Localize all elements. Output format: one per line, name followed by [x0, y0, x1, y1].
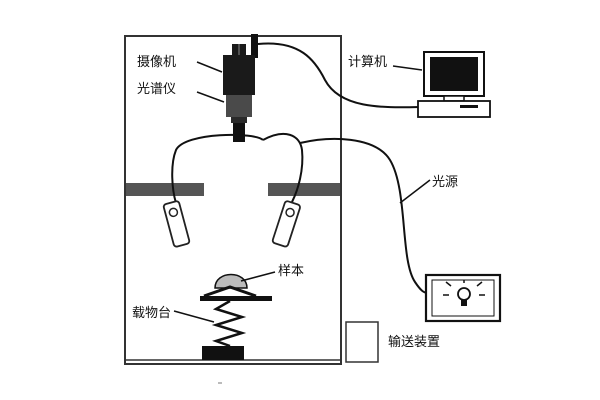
stage-cradle — [203, 285, 257, 298]
spectrometer-collar — [231, 117, 247, 123]
computer — [417, 51, 491, 118]
stage-base — [202, 346, 244, 360]
light-source — [424, 273, 502, 323]
spectrometer-label: 光谱仪 — [137, 82, 176, 97]
computer-cable — [257, 42, 421, 109]
lens — [233, 123, 245, 142]
right-lamp — [271, 200, 301, 248]
bulb-icon — [457, 287, 471, 301]
sample-leader — [240, 271, 276, 282]
stage-spring — [211, 299, 247, 348]
right-light-cable — [262, 132, 304, 203]
left-lamp — [162, 200, 191, 248]
camera-label: 摄像机 — [137, 55, 176, 70]
bottom-dot — [218, 382, 222, 384]
camera — [223, 55, 255, 95]
spectrometer-leader — [196, 91, 225, 103]
light-source-cable — [299, 137, 429, 294]
light-source-label: 光源 — [432, 175, 458, 190]
stage-label: 载物台 — [132, 306, 171, 321]
stage-leader — [173, 310, 215, 323]
stage-plate — [200, 296, 272, 301]
conveyor-device — [345, 321, 379, 363]
camera-leader — [196, 61, 223, 73]
spectrometer — [226, 95, 252, 117]
sample-label: 样本 — [278, 264, 304, 279]
light-source-leader — [399, 179, 431, 204]
left-light-cable — [171, 133, 264, 204]
imaging-chamber — [124, 35, 342, 365]
right-shelf — [268, 183, 340, 196]
conveyor-label: 输送装置 — [388, 334, 440, 350]
mount-rod — [251, 34, 258, 58]
left-shelf — [126, 183, 204, 196]
computer-label: 计算机 — [348, 55, 387, 70]
computer-leader — [392, 65, 423, 71]
sample — [214, 273, 248, 289]
